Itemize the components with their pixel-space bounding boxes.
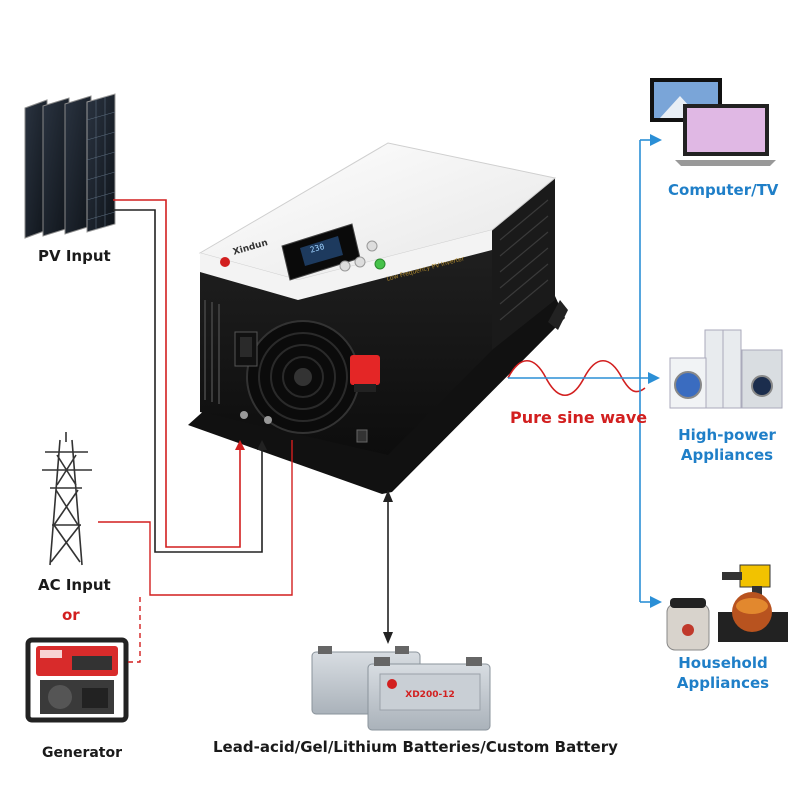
high-power-label-line1: High-power bbox=[678, 426, 776, 444]
ac-input-label: AC Input bbox=[38, 576, 111, 594]
solar-panels-image bbox=[24, 93, 116, 239]
household-label-line2: Appliances bbox=[676, 674, 770, 692]
pure-sine-wave-line bbox=[507, 360, 660, 396]
computer-tv-image bbox=[650, 78, 776, 166]
inverter-unit bbox=[188, 142, 568, 494]
power-tower-image bbox=[42, 432, 92, 566]
computer-tv-label: Computer/TV bbox=[668, 181, 779, 199]
battery-model-label: XD200-12 bbox=[405, 690, 454, 700]
household-appliances-image bbox=[666, 564, 788, 651]
household-appliances-label: Household Appliances bbox=[668, 653, 778, 693]
generator-image bbox=[25, 637, 129, 723]
high-power-label-line2: Appliances bbox=[680, 446, 774, 464]
pure-sine-wave-label: Pure sine wave bbox=[510, 408, 648, 427]
pv-input-label: PV Input bbox=[38, 247, 111, 265]
generator-label: Generator bbox=[42, 745, 123, 761]
or-label: or bbox=[62, 606, 80, 624]
high-power-appliances-image bbox=[669, 329, 783, 409]
pv-connection-lines bbox=[113, 199, 267, 553]
ac-connection-lines bbox=[98, 440, 293, 663]
household-label-line1: Household bbox=[678, 654, 768, 672]
high-power-appliances-label: High-power Appliances bbox=[672, 425, 782, 465]
batteries-image: XD200-12 bbox=[311, 646, 491, 731]
output-distribution-arrows bbox=[639, 134, 662, 608]
battery-connection-arrow bbox=[383, 490, 393, 644]
batteries-label: Lead-acid/Gel/Lithium Batteries/Custom B… bbox=[213, 738, 618, 756]
